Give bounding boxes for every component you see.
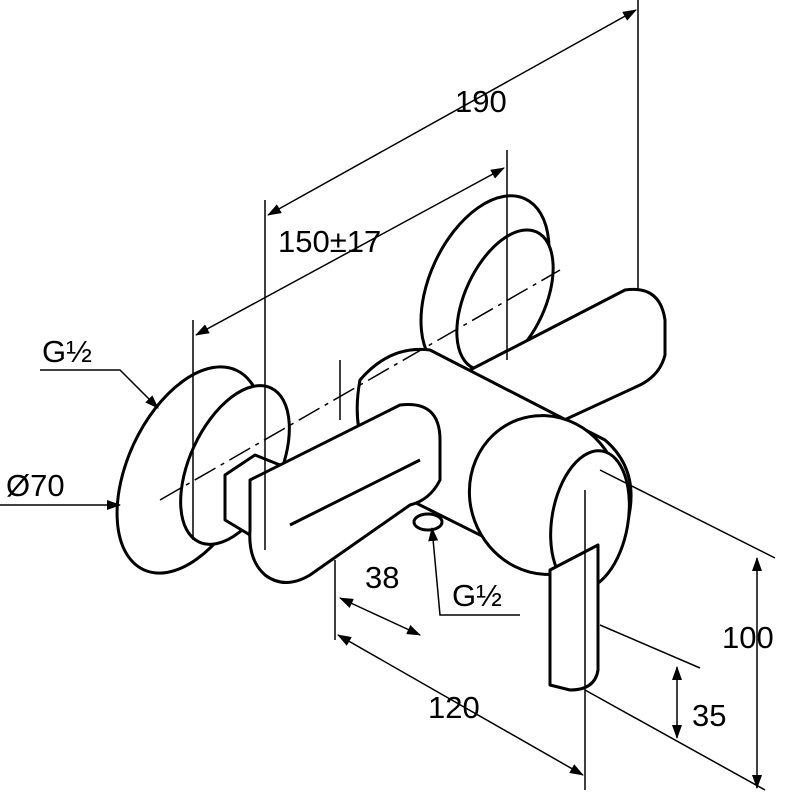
left-lever (248, 402, 442, 584)
dim-outlet-height: 35 (692, 698, 727, 733)
front-lever (548, 543, 600, 692)
dim-overall-width: 190 (455, 84, 507, 119)
dim-depth: 120 (428, 690, 480, 725)
dim-outlet-thread: G½ (452, 578, 502, 613)
front-cap (467, 414, 631, 591)
dim-center-distance: 150±17 (278, 224, 382, 259)
dim-height: 100 (722, 620, 774, 655)
dimension-lines (0, 0, 776, 791)
outlet (412, 512, 444, 532)
dim-inlet-thread: G½ (42, 334, 92, 369)
dim-outlet-offset: 38 (365, 560, 400, 595)
dim-rosette-diameter: Ø70 (6, 468, 65, 503)
